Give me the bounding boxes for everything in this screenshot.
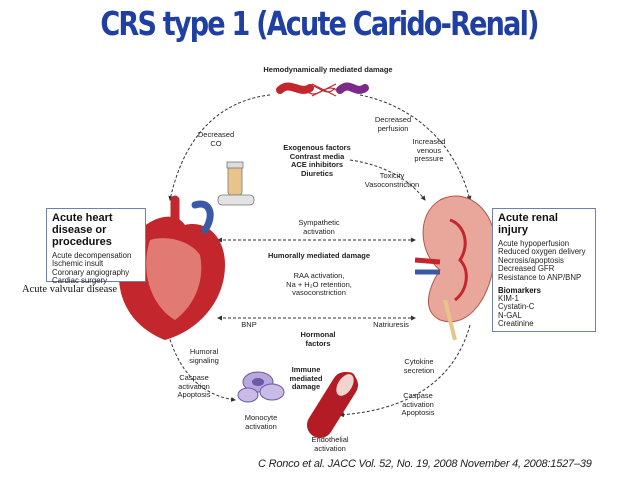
- biomarker-item: N-GAL: [498, 310, 522, 320]
- heart-box-item: Acute decompensation: [52, 251, 132, 260]
- label-decreased-co: Decreased CO: [197, 130, 235, 148]
- label-caspase-right: Caspase activation Apoptosis: [401, 391, 435, 417]
- slide-title: CRS type 1 (Acute Carido-Renal): [100, 4, 539, 43]
- renal-box-title: Acute renal injury: [498, 212, 558, 236]
- heart-box-item: Cardiac surgery: [52, 276, 108, 286]
- cycle-arc-top-left: [168, 94, 271, 201]
- label-cytokine-secretion: Cytokine secretion: [403, 357, 435, 375]
- label-hormonal-factors: Hormonal factors: [300, 330, 336, 348]
- heart-box-item: Ischemic insult: [52, 259, 104, 269]
- raa-line: Na + H₂O retention,: [286, 279, 352, 289]
- label-endothelial-activation: Endothelial activation: [311, 435, 349, 453]
- biomarker-item: Cystatin-C: [498, 302, 535, 312]
- endothelial-vessel-image: [307, 372, 358, 438]
- raa-block: RAA activation, Na + H₂O retention, vaso…: [270, 271, 368, 298]
- renal-box-item: Reduced oxygen delivery: [498, 247, 586, 257]
- raa-line: RAA activation,: [293, 271, 345, 280]
- biomarker-item: Creatinine: [498, 319, 534, 329]
- exogenous-title: Exogenous factors: [283, 143, 351, 152]
- cycle-arc-top-right: [359, 94, 472, 201]
- label-increased-venous-pressure: Increased venous pressure: [412, 137, 446, 163]
- renal-injury-box: Acute renal injury Acute hypoperfusion R…: [492, 208, 596, 332]
- exogenous-item: Diuretics: [300, 168, 334, 178]
- heart-box-item: Coronary angiography: [52, 267, 130, 277]
- cycle-arc-bottom-right: [339, 324, 471, 418]
- vessel-network-image: [276, 82, 369, 97]
- heart-box-title: Acute heart disease or procedures: [52, 212, 113, 248]
- exogenous-item: ACE inhibitors: [290, 160, 344, 169]
- vial-image: [217, 161, 255, 206]
- arrow-toxicity: [349, 159, 426, 201]
- renal-box-item: Acute hypoperfusion: [498, 239, 570, 248]
- heart-disease-box: Acute heart disease or procedures Acute …: [46, 208, 146, 286]
- label-monocyte-activation: Monocyte activation: [244, 413, 278, 431]
- kidney-image: [414, 195, 497, 341]
- label-hemodynamic: Hemodynamically mediated damage: [263, 65, 393, 74]
- label-bnp: BNP: [241, 320, 257, 329]
- label-acute-valvular: Acute valvular disease: [22, 284, 118, 295]
- biomarker-item: KIM-1: [498, 294, 519, 304]
- label-immune-mediated: Immune mediated damage: [289, 365, 323, 391]
- citation: C Ronco et al. JACC Vol. 52, No. 19, 200…: [258, 458, 592, 470]
- label-natriuresis: Natriuresis: [373, 320, 409, 329]
- exogenous-factors: Exogenous factors Contrast media ACE inh…: [275, 143, 359, 178]
- label-sympathetic-activation: Sympathetic activation: [298, 218, 340, 236]
- label-humorally-mediated: Humorally mediated damage: [267, 251, 371, 260]
- exogenous-item: Contrast media: [289, 151, 345, 161]
- label-caspase-left: Caspase activation Apoptosis: [177, 373, 211, 399]
- biomarkers-title: Biomarkers: [498, 286, 541, 296]
- label-decreased-perfusion: Decreased perfusion: [374, 115, 412, 133]
- monocyte-image: [237, 371, 285, 403]
- raa-line: vasoconstriction: [292, 288, 346, 297]
- renal-box-item: Necrosis/apoptosis: [498, 255, 564, 265]
- renal-box-item: Resistance to ANP/BNP: [498, 272, 582, 282]
- label-toxicity: Toxicity Vasoconstriction: [364, 171, 420, 189]
- label-humoral-signaling: Humoral signaling: [189, 347, 219, 365]
- renal-box-item: Decreased GFR: [498, 264, 555, 274]
